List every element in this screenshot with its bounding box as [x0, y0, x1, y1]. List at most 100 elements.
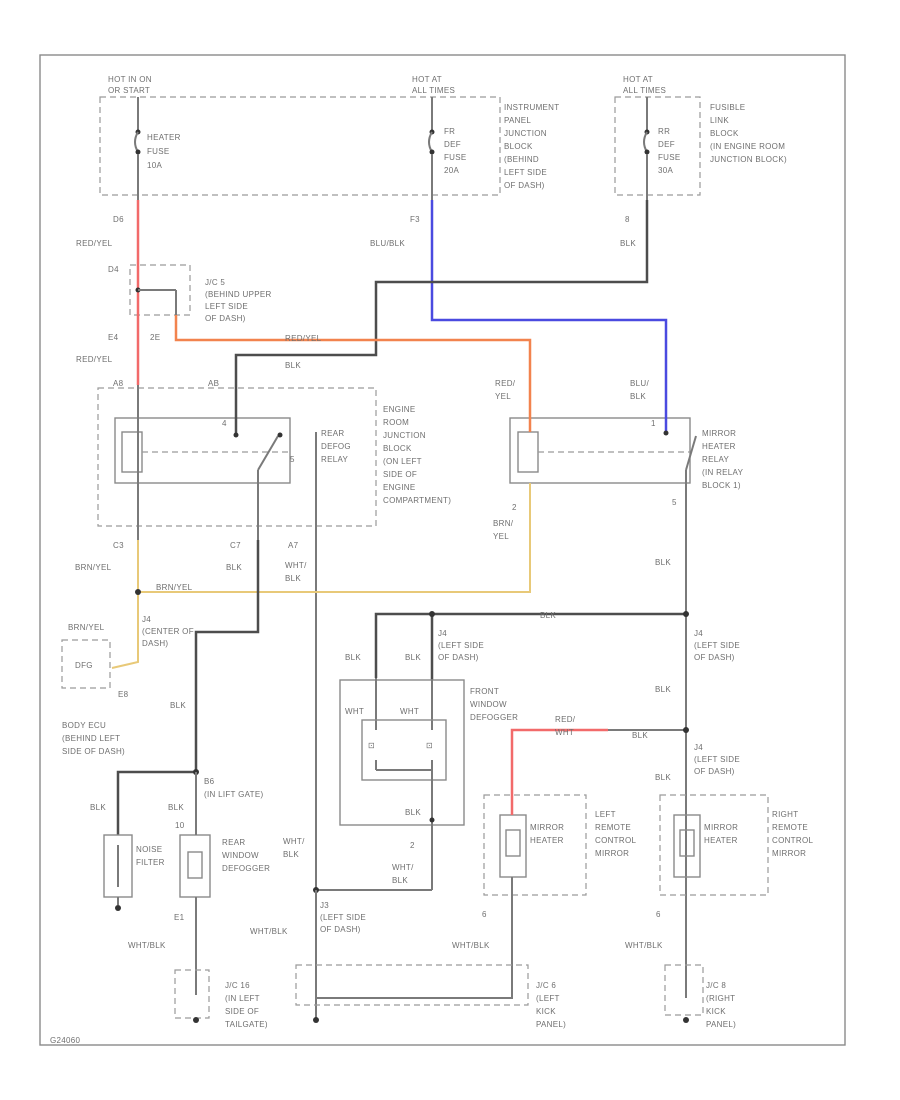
svg-text:BLK: BLK — [283, 850, 299, 859]
svg-text:LEFT SIDE: LEFT SIDE — [205, 302, 248, 311]
svg-text:DEFOGGER: DEFOGGER — [470, 713, 518, 722]
svg-text:(LEFT SIDE: (LEFT SIDE — [320, 913, 366, 922]
splice-top-center — [429, 611, 435, 617]
rr-def-fuse-symbol — [643, 97, 650, 200]
svg-text:BODY ECU: BODY ECU — [62, 721, 106, 730]
heater-fuse-box: HOT IN ON OR START HEATER FUSE 10A HOT A… — [99, 75, 501, 196]
wire-label-wht-blk-2: WHT/BLK — [250, 927, 288, 936]
svg-text:MIRROR: MIRROR — [772, 849, 806, 858]
svg-text:D4: D4 — [108, 265, 119, 274]
splice-brn-yel — [135, 589, 141, 595]
svg-text:(IN LIFT GATE): (IN LIFT GATE) — [204, 790, 263, 799]
connector-8-label: 8 — [625, 215, 630, 224]
wire-label-blk-top: BLK — [540, 611, 556, 620]
svg-text:HOT AT: HOT AT — [623, 75, 653, 84]
svg-text:J/C 16: J/C 16 — [225, 981, 250, 990]
svg-text:JUNCTION BLOCK): JUNCTION BLOCK) — [710, 155, 787, 164]
svg-text:(IN RELAY: (IN RELAY — [702, 468, 744, 477]
instrument-panel-junction-block-label: INSTRUMENT PANEL JUNCTION BLOCK (BEHIND … — [504, 103, 559, 190]
svg-text:BLK: BLK — [630, 392, 646, 401]
wire-label-blu-blk: BLU/BLK — [370, 239, 405, 248]
svg-text:J/C 8: J/C 8 — [706, 981, 726, 990]
svg-text:FUSE: FUSE — [147, 147, 170, 156]
svg-text:LINK: LINK — [710, 116, 729, 125]
svg-text:30A: 30A — [658, 166, 673, 175]
svg-text:OF DASH): OF DASH) — [504, 181, 545, 190]
svg-text:J4: J4 — [142, 615, 151, 624]
svg-text:J/C 6: J/C 6 — [536, 981, 556, 990]
svg-text:BRN/YEL: BRN/YEL — [68, 623, 105, 632]
jc-center-dash: J4 (CENTER OF DASH) — [142, 615, 194, 648]
wire-label-blk-rm: BLK — [655, 773, 671, 782]
svg-text:LEFT SIDE: LEFT SIDE — [504, 168, 547, 177]
svg-text:WINDOW: WINDOW — [470, 700, 507, 709]
svg-text:J4: J4 — [438, 629, 447, 638]
svg-text:⊡: ⊡ — [426, 741, 433, 750]
svg-text:BLOCK: BLOCK — [383, 444, 412, 453]
svg-text:FUSE: FUSE — [444, 153, 467, 162]
svg-text:SIDE OF: SIDE OF — [225, 1007, 259, 1016]
svg-text:FR: FR — [444, 127, 455, 136]
connector-a7: A7 — [288, 541, 299, 550]
j4-left-dash-3: J4 (LEFT SIDE OF DASH) — [694, 743, 740, 776]
svg-text:DEFOG: DEFOG — [321, 442, 351, 451]
svg-text:10A: 10A — [147, 161, 162, 170]
jc5-junction: D4 E4 2E J/C 5 (BEHIND UPPER LEFT SIDE O… — [108, 264, 271, 385]
connector-d6-label: D6 — [113, 215, 124, 224]
wire-blk-noise-filter — [116, 770, 196, 835]
mirror-heater-relay: MIRROR HEATER RELAY (IN RELAY BLOCK 1) R… — [495, 379, 744, 512]
jc6-left-kick-panel: J/C 6 (LEFT KICK PANEL) — [295, 964, 566, 1029]
svg-text:10: 10 — [175, 821, 185, 830]
wire-blk-fusible-link — [234, 200, 649, 385]
svg-text:CONTROL: CONTROL — [772, 836, 813, 845]
j3-left-dash: J3 (LEFT SIDE OF DASH) — [320, 901, 366, 934]
svg-text:MIRROR: MIRROR — [595, 849, 629, 858]
svg-text:HEATER: HEATER — [704, 836, 738, 845]
svg-text:REMOTE: REMOTE — [595, 823, 631, 832]
svg-text:TAILGATE): TAILGATE) — [225, 1020, 268, 1029]
wire-label-blk-mr: BLK — [655, 558, 671, 567]
svg-text:2: 2 — [512, 503, 517, 512]
svg-text:1: 1 — [651, 419, 656, 428]
svg-text:WHT: WHT — [345, 707, 364, 716]
svg-text:INSTRUMENT: INSTRUMENT — [504, 103, 559, 112]
svg-text:J4: J4 — [694, 743, 703, 752]
splice-top-right — [683, 611, 689, 617]
svg-text:FILTER: FILTER — [136, 858, 165, 867]
svg-text:6: 6 — [482, 910, 487, 919]
wire-label-brn-yel: BRN/ — [493, 519, 514, 528]
engine-room-junction-block: A8 AB ENGINE ROOM JUNCTION BLOCK (ON LEF… — [97, 379, 451, 527]
wire-blu-blk — [430, 200, 668, 415]
svg-text:RR: RR — [658, 127, 670, 136]
rear-window-defogger: REAR WINDOW DEFOGGER 10 E1 — [174, 772, 270, 995]
connector-c3: C3 — [113, 541, 124, 550]
wire-label-blk-right: BLK — [655, 685, 671, 694]
svg-text:BLK: BLK — [285, 574, 301, 583]
svg-text:ALL TIMES: ALL TIMES — [412, 86, 455, 95]
svg-text:HOT IN ON: HOT IN ON — [108, 75, 152, 84]
svg-text:JUNCTION: JUNCTION — [383, 431, 426, 440]
wire-label-red-wht: RED/ — [555, 715, 576, 724]
svg-text:4: 4 — [222, 419, 227, 428]
wire-label-blk-rw: BLK — [632, 731, 648, 740]
svg-text:CONTROL: CONTROL — [595, 836, 636, 845]
svg-text:WHT: WHT — [400, 707, 419, 716]
splice-mirror — [683, 727, 689, 733]
rear-defog-relay: REAR DEFOG RELAY 4 5 — [114, 385, 351, 540]
svg-text:(LEFT: (LEFT — [536, 994, 560, 1003]
heater-fuse-symbol — [134, 97, 141, 200]
svg-text:WHT: WHT — [555, 728, 574, 737]
svg-text:DEF: DEF — [658, 140, 675, 149]
svg-text:ROOM: ROOM — [383, 418, 409, 427]
jc16-tailgate: J/C 16 (IN LEFT SIDE OF TAILGATE) — [174, 969, 268, 1029]
svg-text:AB: AB — [208, 379, 219, 388]
svg-text:SIDE OF DASH): SIDE OF DASH) — [62, 747, 125, 756]
svg-text:OR START: OR START — [108, 86, 150, 95]
svg-text:YEL: YEL — [495, 392, 511, 401]
svg-text:(ON LEFT: (ON LEFT — [383, 457, 422, 466]
wire-label-blk-b: BLK — [405, 653, 421, 662]
wire-ground-jc6 — [316, 975, 513, 999]
svg-text:E8: E8 — [118, 690, 129, 699]
diagram-frame — [39, 54, 846, 1046]
